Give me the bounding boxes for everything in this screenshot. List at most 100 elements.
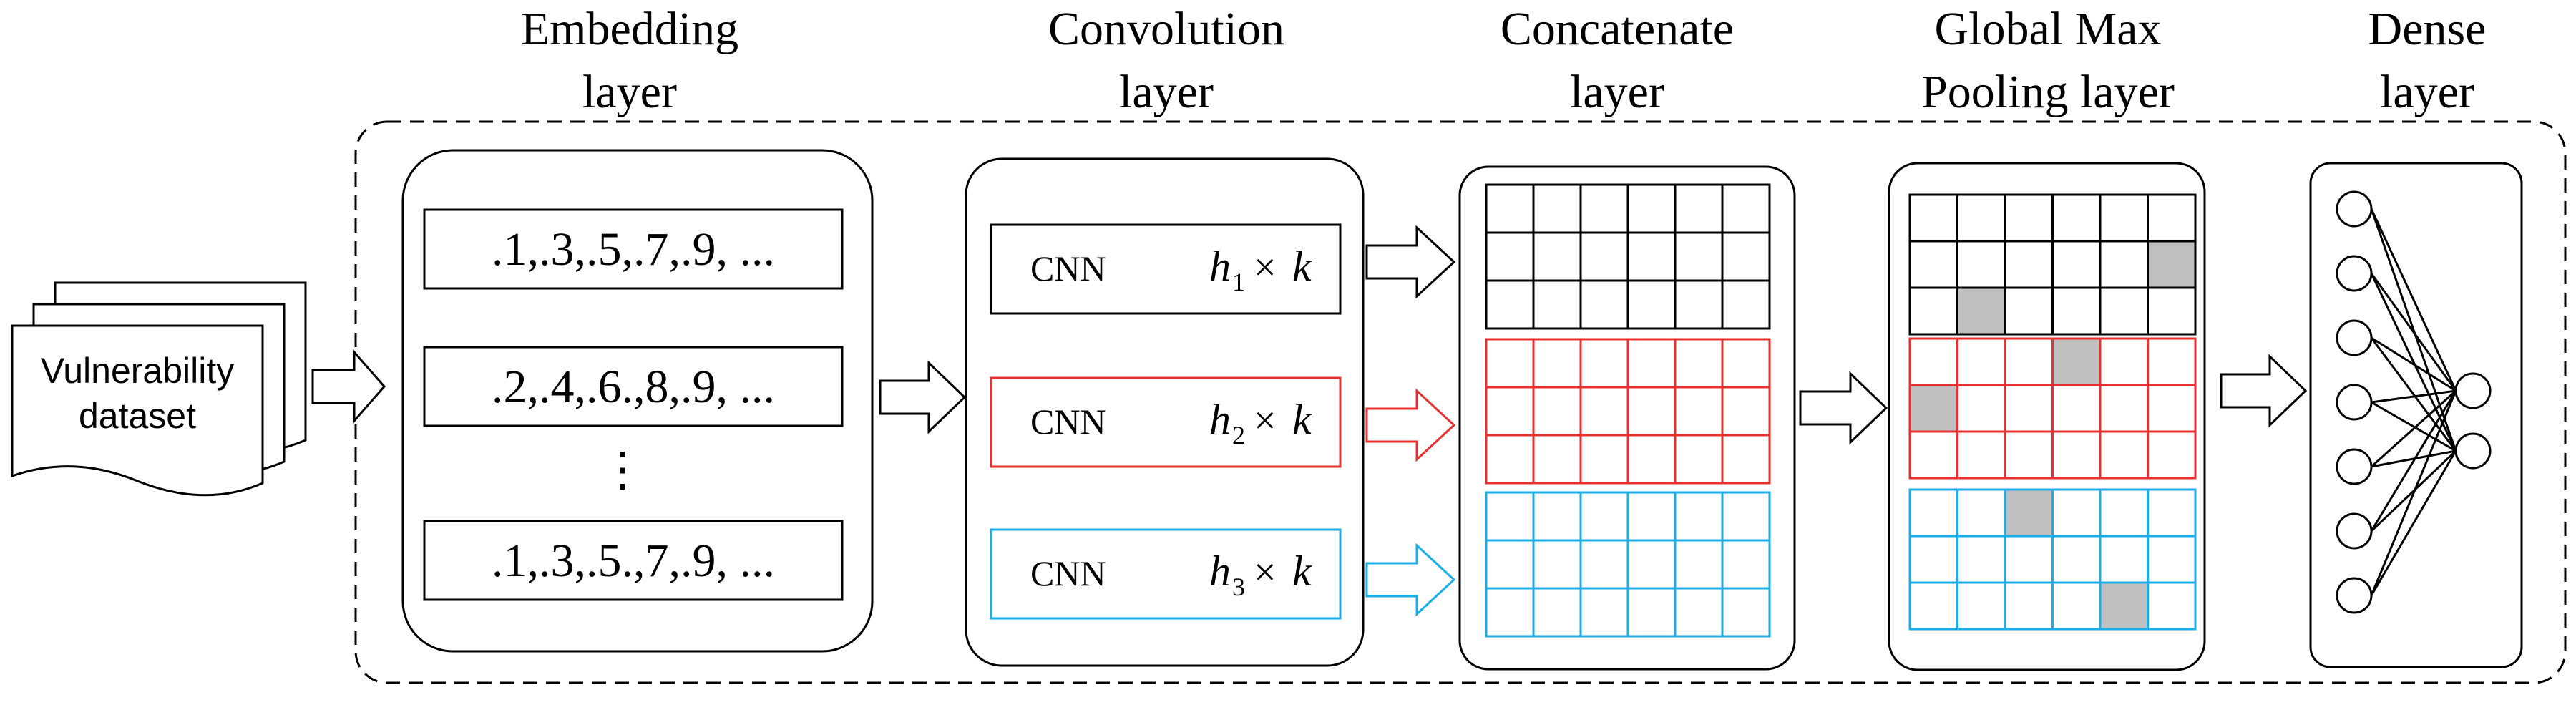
feature-cell [1532,338,1582,389]
arrow-dataset-to-embedding [311,349,386,424]
embedding-vector-1-text: .1,.3,.5,.7,.9, ... [492,223,775,276]
feature-cell [1579,386,1629,437]
dense-connection [2370,337,2457,452]
feature-cell [1721,539,1771,590]
dense-connection [2371,449,2457,468]
arrow-embedding-to-convolution [879,360,967,434]
filter-height-subscript: 1 [1232,268,1245,296]
pooled-max-cell [2051,337,2102,386]
pooled-max-cell [2004,488,2054,538]
feature-cell [1532,183,1582,234]
feature-cell [1532,434,1582,485]
input-neuron [2336,384,2373,421]
feature-cell [2051,488,2102,538]
feature-cell [2004,581,2054,631]
feature-cell [1626,587,1677,638]
feature-cell [1532,279,1582,330]
feature-cell [1485,539,1535,590]
feature-cell [1721,231,1771,282]
feature-cell [1626,434,1677,485]
feature-cell [2147,581,2197,631]
embedding-vector-1 [423,208,844,290]
output-neuron [2454,432,2492,470]
dense-connection [2370,208,2457,452]
input-neuron [2336,448,2373,485]
concat-block-3 [1485,491,1771,638]
feature-cell [2051,240,2102,289]
embedding-vector-3 [423,520,844,601]
feature-cell [1626,338,1677,389]
feature-cell [2099,193,2149,243]
pool-block-1 [1908,193,2197,336]
feature-cell [2099,286,2149,336]
feature-cell [2147,384,2197,433]
feature-cell [2051,430,2102,480]
cnn-filter-box [990,376,1342,468]
feature-cell [1956,581,2006,631]
feature-cell [1485,231,1535,282]
feature-cell [1674,587,1724,638]
feature-cell [2051,535,2102,584]
feature-cell [1956,535,2006,584]
feature-cell [1579,338,1629,389]
cnn-filter-label: CNN [1030,553,1106,593]
dense-layer-title-2: layer [2380,66,2474,118]
feature-cell [1579,539,1629,590]
arrow-pooling-to-dense [2220,354,2308,428]
feature-cell [2147,286,2197,336]
feature-cell [1626,386,1677,437]
feature-cell [1908,488,1958,538]
concatenated-feature-maps [1485,183,1771,638]
feature-cell [1485,338,1535,389]
feature-cell [1721,587,1771,638]
feature-cell [1674,386,1724,437]
feature-cell [2051,384,2102,433]
feature-cell [1721,338,1771,389]
feature-cell [2004,535,2054,584]
feature-cell [1532,231,1582,282]
dataset-label: Vulnerability [41,351,235,391]
feature-cell [1674,231,1724,282]
feature-cell [1579,183,1629,234]
feature-cell [1908,337,1958,386]
feature-cell [2051,286,2102,336]
input-neuron [2336,512,2373,550]
feature-cell [1674,434,1724,485]
feature-cell [1956,384,2006,433]
feature-cell [1579,279,1629,330]
embedding-layer-title: Embedding [521,3,738,55]
feature-cell [2004,240,2054,289]
flow-arrows [311,225,2308,617]
dense-connection [2370,390,2457,532]
feature-cell [1485,587,1535,638]
dense-connection [2370,273,2457,452]
feature-cell [1485,386,1535,437]
pooled-max-cell [1908,384,1958,433]
feature-cell [1532,539,1582,590]
input-neuron [2336,577,2373,614]
filter-width-symbol: k [1292,548,1312,595]
feature-cell [1721,491,1771,542]
cnn-filter-box [990,528,1342,620]
feature-cell [1721,183,1771,234]
dense-connection [2371,336,2457,392]
feature-cell [2004,193,2054,243]
dense-connection [2370,389,2457,468]
filter-height-symbol: h [1209,243,1231,290]
dense-connection [2370,273,2457,392]
feature-cell [2099,384,2149,433]
pooling-layer-title-2: Pooling layer [1921,66,2175,118]
filter-height-symbol: h [1209,396,1231,443]
feature-cell [1908,240,1958,289]
feature-cell [1626,279,1677,330]
feature-cell [1674,539,1724,590]
dense-network [2336,190,2492,614]
feature-cell [1956,337,2006,386]
arrow-concat-to-pooling [1799,371,1888,445]
convolution-layer-title: Convolution [1048,3,1284,55]
